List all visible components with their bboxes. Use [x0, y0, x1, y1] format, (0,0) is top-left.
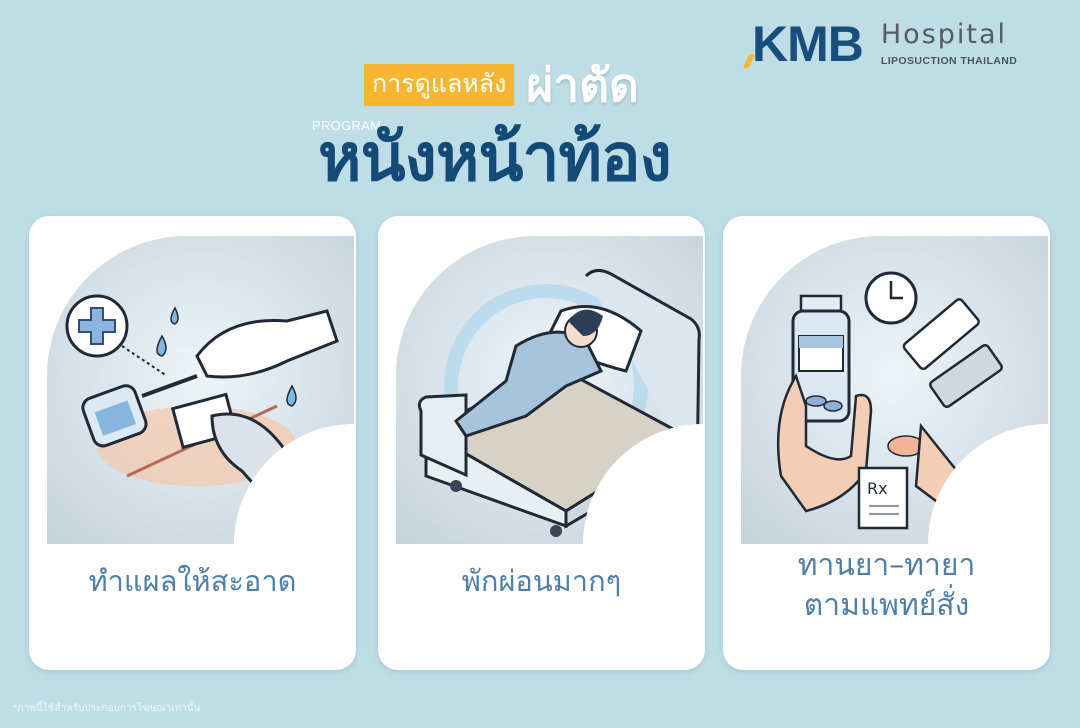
card-label-line-1: ทานยา–ทายา: [797, 548, 976, 583]
care-card-wound-cleaning: ทำแผลให้สะอาด: [29, 216, 356, 670]
logo-brand: KMB: [742, 16, 864, 72]
card-label: พักผ่อนมากๆ: [461, 564, 622, 598]
resting-in-bed-illustration: [396, 236, 703, 544]
svg-text:Rx: Rx: [867, 479, 888, 498]
title-highlight-pill: การดูแลหลัง: [364, 64, 515, 106]
logo-tagline: LIPOSUCTION THAILAND: [880, 55, 1018, 67]
medication-illustration: Rx: [741, 236, 1048, 544]
card-label: ทานยา–ทายา ตามแพทย์สั่ง: [723, 546, 1050, 626]
wound-cleaning-illustration: [47, 236, 354, 544]
card-label-line-2: ตามแพทย์สั่ง: [803, 588, 970, 623]
program-label: PROGRAM: [312, 118, 382, 133]
card-label: ทำแผลให้สะอาด: [88, 564, 297, 598]
page-title: หนังหน้าท้อง: [318, 119, 672, 196]
kmb-hospital-logo: KMB Hospital LIPOSUCTION THAILAND: [742, 16, 1018, 72]
title-line-1: การดูแลหลัง ผ่าตัด: [364, 60, 639, 110]
care-card-medication: Rx ทานยา–ทายา ตามแพทย์สั่ง: [723, 216, 1050, 670]
logo-hospital-text: Hospital: [880, 19, 1008, 50]
title-surgery-text: ผ่าตัด: [526, 58, 639, 112]
care-card-rest: พักผ่อนมากๆ: [378, 216, 705, 670]
logo-brand-text: KMB: [752, 16, 864, 72]
disclaimer-text: *ภาพนี้ใช้สำหรับประกอบการโฆษณาเท่านั้น: [12, 703, 201, 714]
